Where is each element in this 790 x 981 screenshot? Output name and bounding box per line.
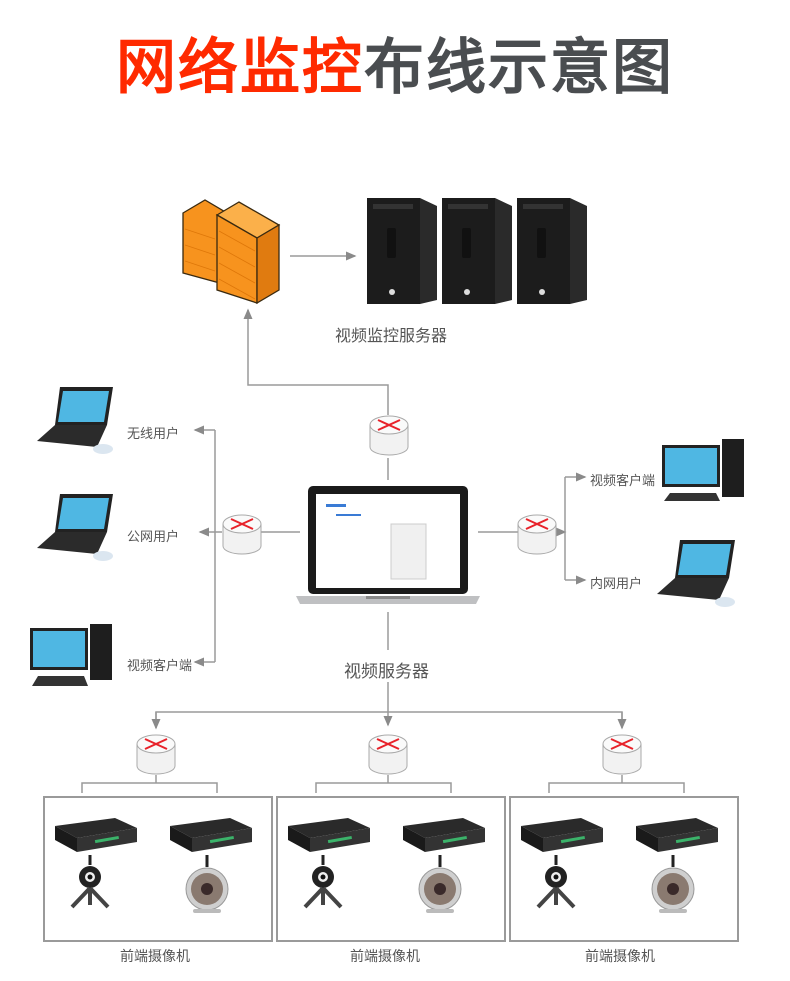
camera-devices — [55, 818, 718, 915]
router-icon — [222, 514, 262, 555]
laptop-icon — [657, 540, 735, 607]
router-icon — [602, 734, 642, 775]
webcam-icon — [70, 853, 110, 909]
encoder-icon — [636, 818, 718, 852]
ir-camera-icon — [417, 853, 463, 915]
router-icon — [517, 514, 557, 555]
page-title: 网络监控布线示意图 — [0, 28, 790, 108]
laptop-icon — [37, 494, 113, 561]
front-group-label: 前端摄像机 — [585, 949, 655, 965]
firewall-icon — [182, 199, 281, 305]
webcam-icon — [536, 853, 576, 909]
title-rest: 布线示意图 — [364, 33, 674, 103]
ir-camera-icon — [184, 853, 230, 915]
router-icon — [136, 734, 176, 775]
front-group-label: 前端摄像机 — [120, 949, 190, 965]
laptop-icon — [37, 387, 113, 454]
encoder-icon — [288, 818, 370, 852]
client-label: 公网用户 — [127, 530, 180, 545]
laptop-icon — [296, 486, 480, 604]
desktop-pc-icon — [662, 439, 744, 501]
ir-camera-icon — [650, 853, 696, 915]
client-label: 视频客户端 — [127, 659, 193, 674]
client-label: 视频客户端 — [590, 474, 656, 489]
router-icon — [368, 734, 408, 775]
encoder-icon — [170, 818, 252, 852]
encoder-icon — [403, 818, 485, 852]
encoder-icon — [521, 818, 603, 852]
router-icon — [369, 415, 409, 456]
desktop-pc-icon — [30, 624, 112, 686]
encoder-icon — [55, 818, 137, 852]
tower-pc-icon — [442, 198, 512, 304]
tower-pc-icon — [517, 198, 587, 304]
title-highlight: 网络监控 — [116, 33, 364, 103]
servers-label: 视频监控服务器 — [335, 326, 448, 345]
webcam-icon — [303, 853, 343, 909]
center-label: 视频服务器 — [344, 662, 429, 682]
client-label: 内网用户 — [590, 577, 643, 592]
tower-pc-icon — [367, 198, 437, 304]
server-group — [365, 192, 595, 304]
front-group-label: 前端摄像机 — [350, 949, 420, 965]
line-router-firewall — [243, 308, 389, 415]
client-label: 无线用户 — [127, 427, 180, 442]
